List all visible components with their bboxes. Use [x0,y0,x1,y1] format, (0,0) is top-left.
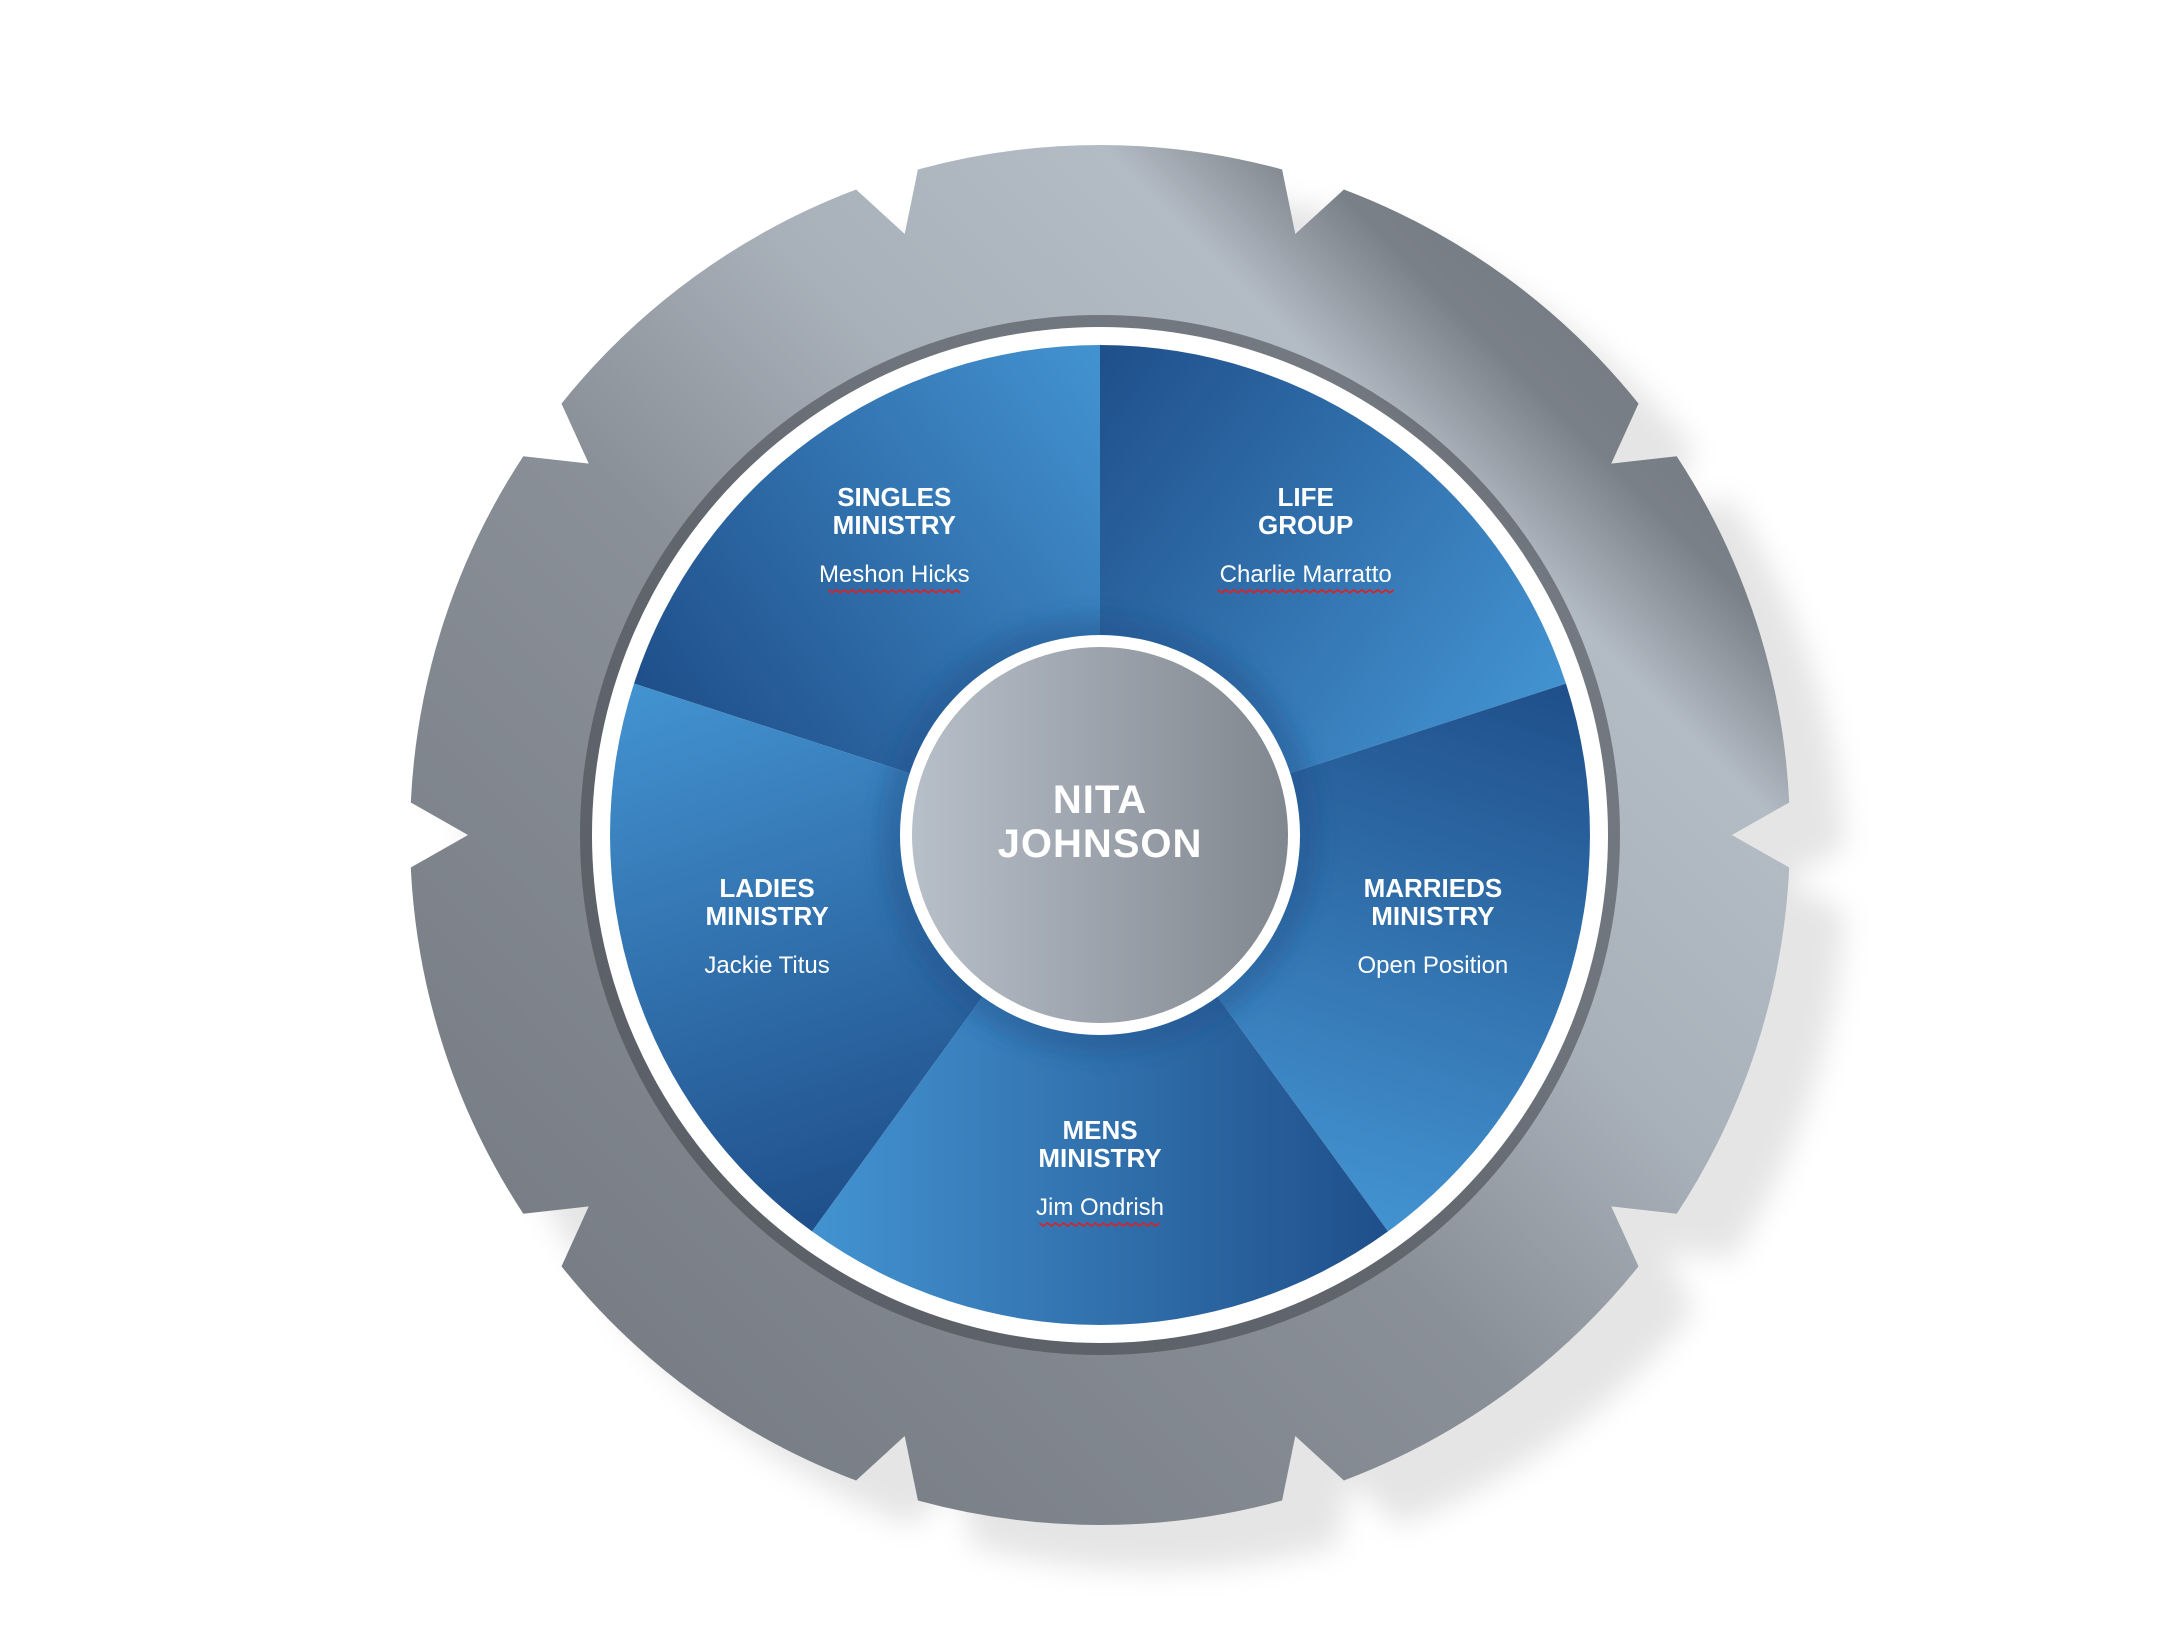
segment-leader-mens: Jim Ondrish [1036,1194,1164,1221]
segment-leader-singles: Meshon Hicks [819,561,970,588]
segment-title-ladies-line2: MINISTRY [705,901,828,931]
segment-title-ladies: LADIES [719,873,814,903]
center-name-line2: JOHNSON [998,822,1203,866]
segment-title-marrieds: MARRIEDS [1364,873,1503,903]
segment-leader-ladies: Jackie Titus [704,952,829,979]
segment-leader-life-group: Charlie Marratto [1220,561,1392,588]
segment-title-mens: MENS [1062,1115,1137,1145]
spellcheck-underline [1039,1222,1160,1227]
segment-title-life-group: LIFE [1278,482,1334,512]
center-name-line1: NITA [1053,778,1147,822]
segment-title-marrieds-line2: MINISTRY [1371,901,1494,931]
segment-title-singles: SINGLES [837,482,951,512]
spellcheck-underline [827,588,961,594]
segment-mens [812,835,1388,1325]
segment-title-life-group-line2: GROUP [1258,510,1353,540]
spellcheck-underline [1217,588,1395,594]
segment-title-mens-line2: MINISTRY [1038,1143,1161,1173]
segment-leader-marrieds: Open Position [1358,952,1509,979]
hub-circle [912,647,1288,1023]
segment-title-singles-line2: MINISTRY [833,510,956,540]
